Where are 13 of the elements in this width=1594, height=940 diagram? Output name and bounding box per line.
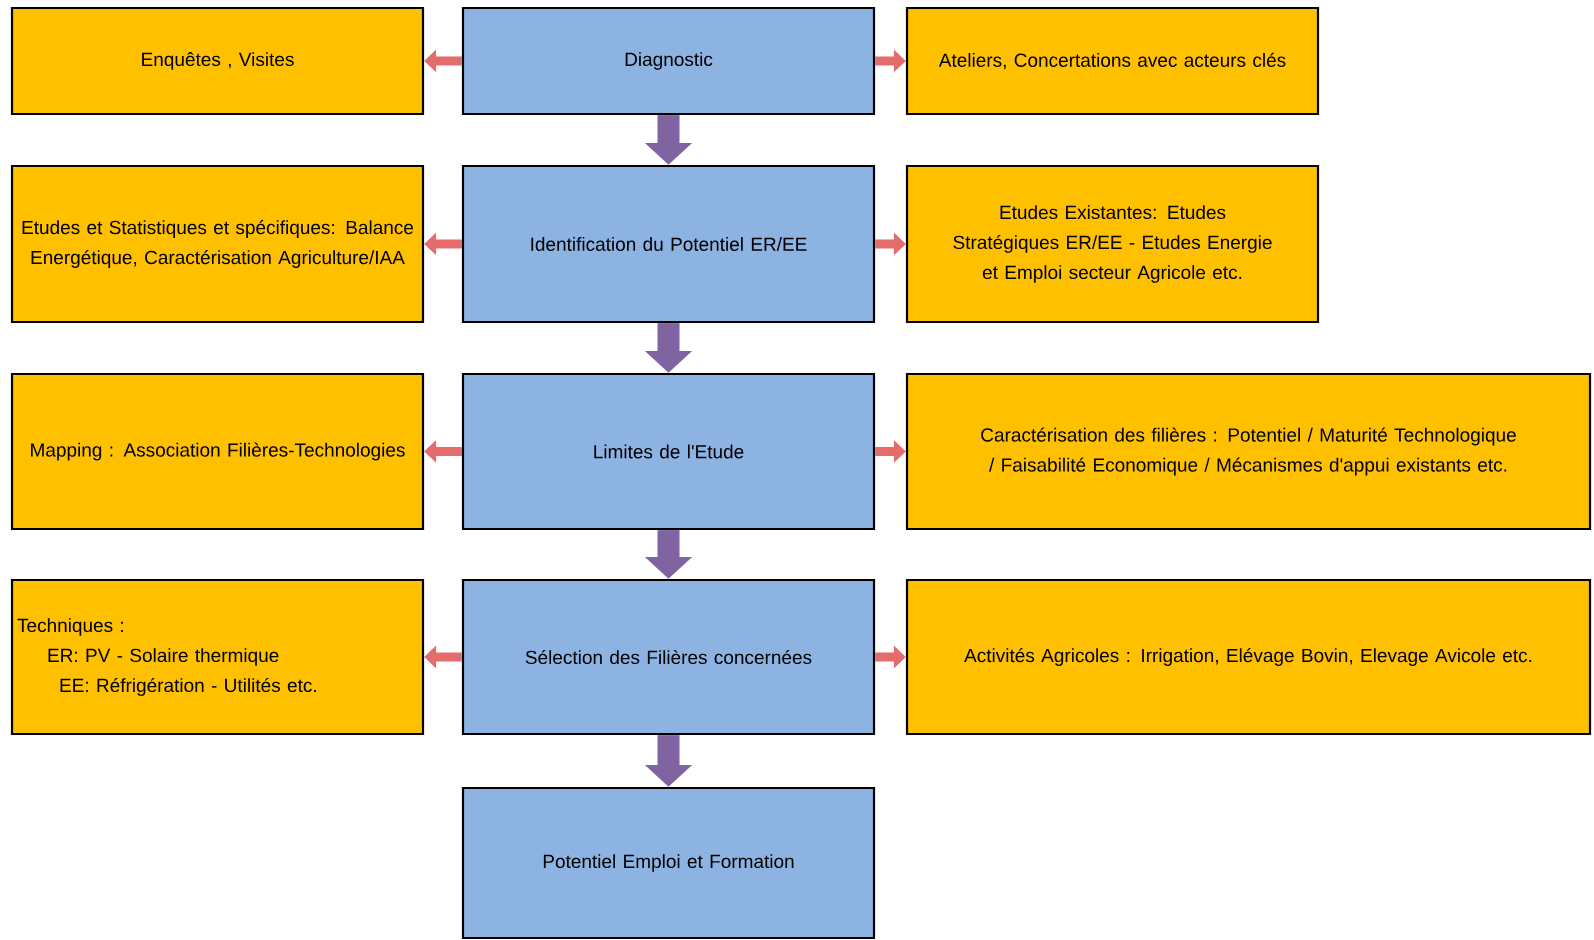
info-box: Mapping : Association Filières-Technologies [10, 372, 425, 531]
info-box: Activités Agricoles : Irrigation, Elévage Bovin, Elevage Avicole etc. [905, 578, 1592, 736]
process-box: Diagnostic [461, 6, 876, 116]
info-box: Ateliers, Concertations avec acteurs clés [905, 6, 1320, 116]
process-box: Sélection des Filières concernées [461, 578, 876, 736]
info-box: Enquêtes , Visites [10, 6, 425, 116]
info-box: Techniques : ER: PV - Solaire thermique EE: Réfrigération - Utilités etc. [10, 578, 425, 736]
info-box: Etudes et Statistiques et spécifiques: Balance Energétique, Caractérisation Agriculture/IAA [10, 164, 425, 324]
process-box: Limites de l'Etude [461, 372, 876, 531]
info-box: Etudes Existantes: Etudes Stratégiques ER/EE - Etudes Energie et Emploi secteur Agricole etc. [905, 164, 1320, 324]
info-box: Caractérisation des filières : Potentiel / Maturité Technologique / Faisabilité Economique / Mécanismes d'appui existants etc. [905, 372, 1592, 531]
process-box: Potentiel Emploi et Formation [461, 786, 876, 940]
process-box: Identification du Potentiel ER/EE [461, 164, 876, 324]
